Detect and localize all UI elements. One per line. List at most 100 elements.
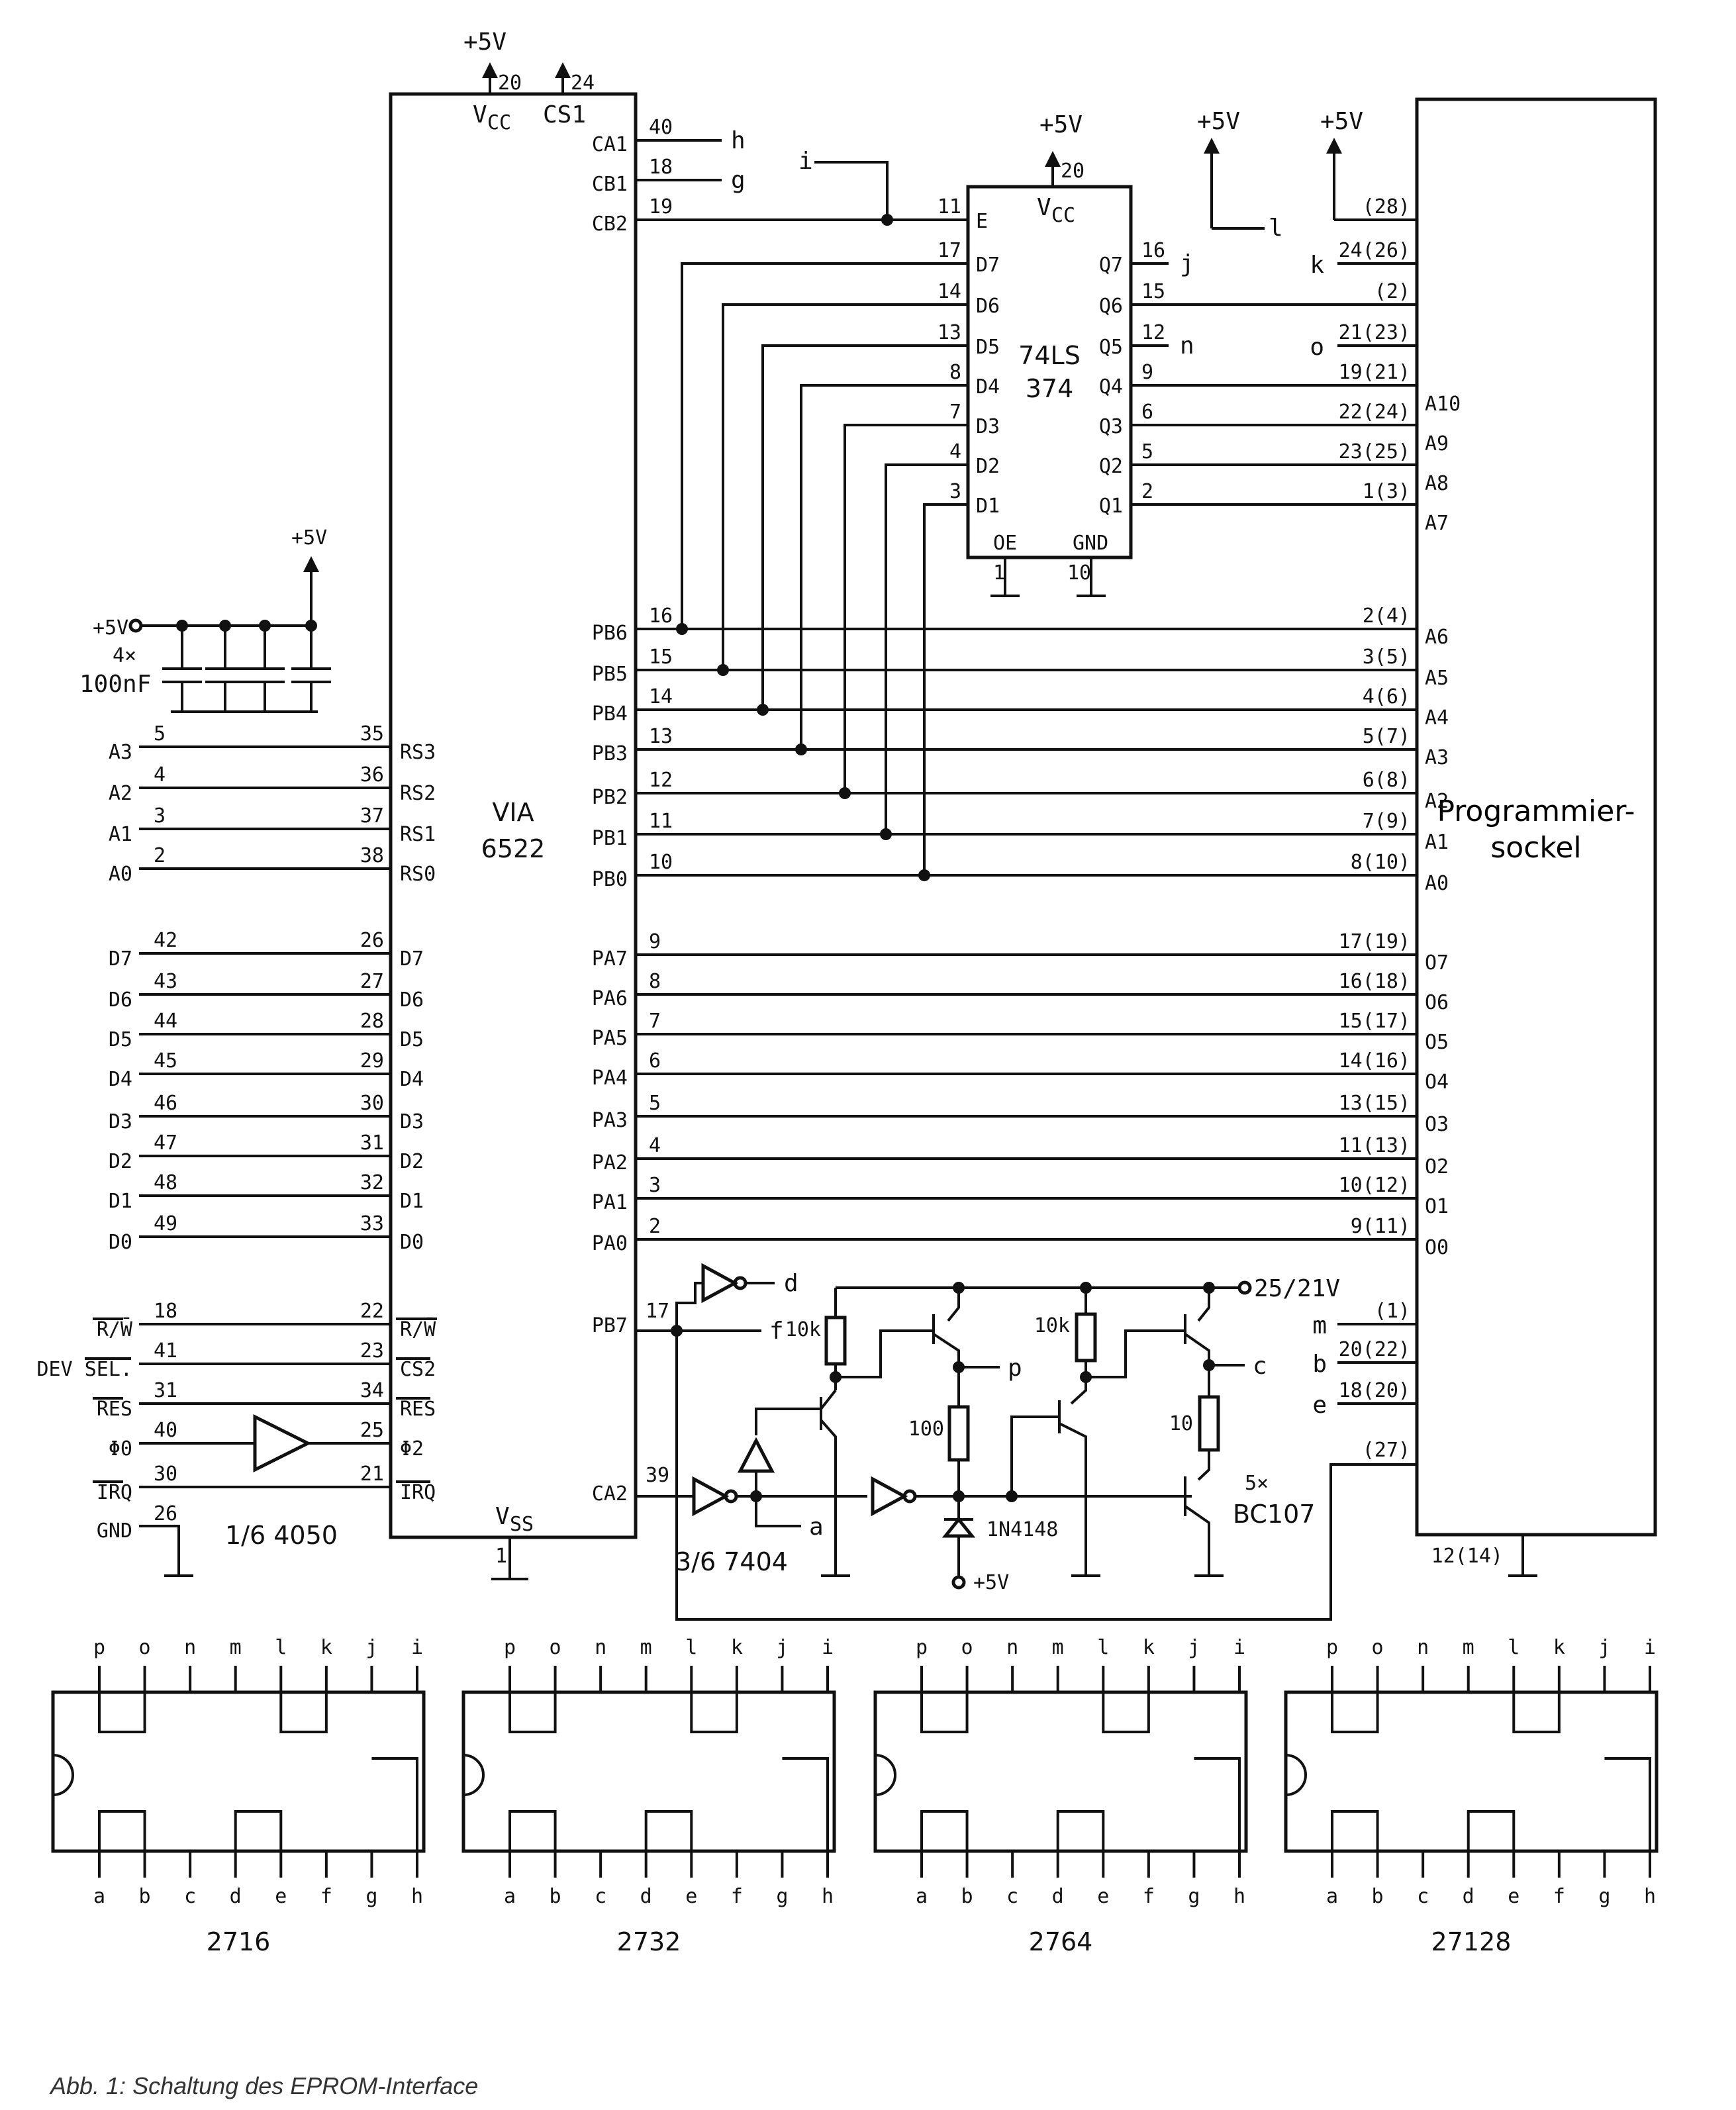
latch-output-pin-number: 12 [1141, 321, 1165, 344]
jumper-pin-label-k: k [1553, 1636, 1565, 1659]
socket-pin-number: 10(12) [1339, 1174, 1410, 1197]
bus-pin-number: 31 [154, 1379, 177, 1402]
via-pin-number: 30 [360, 1092, 384, 1115]
via-pin-number: 33 [360, 1212, 384, 1235]
latch-input-d7: D7 [976, 254, 1000, 277]
via-pin-number: 2 [649, 1215, 661, 1238]
bus-pin-number: 44 [154, 1010, 177, 1033]
latch-output-q2: Q2 [1099, 455, 1123, 478]
transistor-collector [1070, 1377, 1087, 1405]
jumper-board-2732 [461, 1690, 836, 1853]
via-left-pin-label: RES [400, 1398, 436, 1421]
net-label-k: k [1310, 252, 1324, 279]
via-pin-cb1: CB1 [592, 173, 628, 196]
via-pin-pb2: PB2 [592, 786, 628, 809]
socket-pin-number: (2) [1374, 280, 1410, 303]
junction-dot [1006, 1490, 1018, 1502]
socket-pin-number: 21(23) [1339, 321, 1410, 344]
caps-top-supply-label: +5V [291, 526, 327, 550]
resistor-label: 10k [1034, 1314, 1070, 1337]
socket-address-a2: A2 [1425, 790, 1449, 813]
latch-output-q4: Q4 [1099, 375, 1123, 399]
notch-icon [875, 1754, 896, 1796]
latch-output-pin-number: 9 [1141, 361, 1153, 384]
jumper-pin-label-j: j [1598, 1636, 1610, 1659]
latch-output-q5: Q5 [1099, 336, 1123, 359]
via-pin-number: 11 [649, 810, 673, 833]
via-pin-number: 17 [646, 1300, 669, 1323]
socket-address-a1: A1 [1425, 831, 1449, 854]
bus-signal-label: A1 [109, 823, 132, 846]
via-pin-pa1: PA1 [592, 1191, 628, 1214]
via-pin-number: 13 [649, 725, 673, 748]
bus-signal-label: DEV SEL. [37, 1358, 133, 1381]
bus-pin-number: 45 [154, 1049, 177, 1073]
via-pin-pa2: PA2 [592, 1151, 628, 1175]
via-pin-number: 12 [649, 769, 673, 792]
socket-pin-number: 11(13) [1339, 1134, 1410, 1157]
bus-signal-label: Φ0 [109, 1437, 132, 1461]
socket-pin-number: 15(17) [1339, 1010, 1410, 1033]
jumper-pin-label-h: h [411, 1885, 423, 1908]
jumper-pin-label-f: f [731, 1885, 743, 1908]
via-chip-part: 6522 [481, 834, 546, 863]
vpp-terminal [1237, 1280, 1252, 1295]
supply-terminal [951, 1575, 966, 1590]
gnd-wire [139, 1525, 180, 1576]
gnd-pin-number: 26 [154, 1502, 177, 1525]
socket-pin-number: 1(3) [1363, 480, 1410, 503]
socket-gnd-pin: 12(14) [1431, 1545, 1503, 1568]
jumper-pin-label-m: m [1463, 1636, 1474, 1659]
resistor-10k-1 [824, 1316, 847, 1366]
via-pin-pb7: PB7 [592, 1314, 628, 1337]
latch-vcc-arrow-arrowhead-icon [1045, 151, 1061, 167]
latch-input-pin-number: 7 [949, 401, 961, 424]
jumper-pin-label-l: l [275, 1636, 287, 1659]
via-pin-number: 15 [649, 646, 673, 669]
via-pin-number: 4 [649, 1134, 661, 1157]
inverter-bubble [724, 1489, 738, 1504]
jumper-link [371, 1757, 418, 1851]
net-label-a: a [809, 1513, 824, 1541]
jumper-pin-label-p: p [504, 1636, 516, 1659]
jumper-pin-label-c: c [1006, 1885, 1018, 1908]
socket-data-o6: O6 [1425, 991, 1449, 1014]
bus-pin-number: 30 [154, 1463, 177, 1486]
via-pin-number: 10 [649, 851, 673, 874]
resistor-label: 10k [785, 1318, 821, 1341]
transistor-collector [1197, 1288, 1210, 1322]
net-label-d: d [784, 1270, 798, 1297]
jumper-link [1194, 1757, 1241, 1851]
via-pin-pa7: PA7 [592, 947, 628, 971]
wire [1085, 1329, 1185, 1378]
inverter-up-symbol [737, 1437, 775, 1473]
socket-pin-number: 3(5) [1363, 646, 1410, 669]
socket-data-o0: O0 [1425, 1236, 1449, 1259]
socket-pin-number: 23(25) [1339, 440, 1410, 463]
bus-pin-number: 5 [154, 722, 166, 745]
socket-address-a3: A3 [1425, 746, 1449, 769]
via-pin-number: 9 [649, 930, 661, 953]
latch-gnd-label: GND [1073, 532, 1108, 555]
socket-pin-number: 4(6) [1363, 685, 1410, 708]
bus-pin-number: 49 [154, 1212, 177, 1235]
wire [834, 1329, 934, 1378]
via-left-pin-label: RS3 [400, 741, 436, 764]
jumper-pin-label-m: m [1052, 1636, 1064, 1659]
via-pin-pa5: PA5 [592, 1027, 628, 1050]
resistor-10 [1198, 1395, 1220, 1452]
socket-pin-number: 5(7) [1363, 725, 1410, 748]
bus-pin-number: 47 [154, 1131, 177, 1155]
jumper-pin-label-h: h [1233, 1885, 1245, 1908]
jumper-pin-label-a: a [93, 1885, 105, 1908]
via-cs1-label: CS1 [543, 101, 586, 128]
jumper-pin-label-e: e [1097, 1885, 1109, 1908]
via-pin-number: 40 [649, 116, 673, 139]
notch-icon [1285, 1754, 1307, 1796]
net-label-j: j [1180, 250, 1194, 277]
wire [1010, 1415, 1059, 1496]
jumper-pin-label-d: d [640, 1885, 652, 1908]
jumper-pin-label-o: o [550, 1636, 561, 1659]
jumper-part-label: 2732 [617, 1927, 681, 1956]
port-b-to-latch-wire [844, 424, 968, 793]
